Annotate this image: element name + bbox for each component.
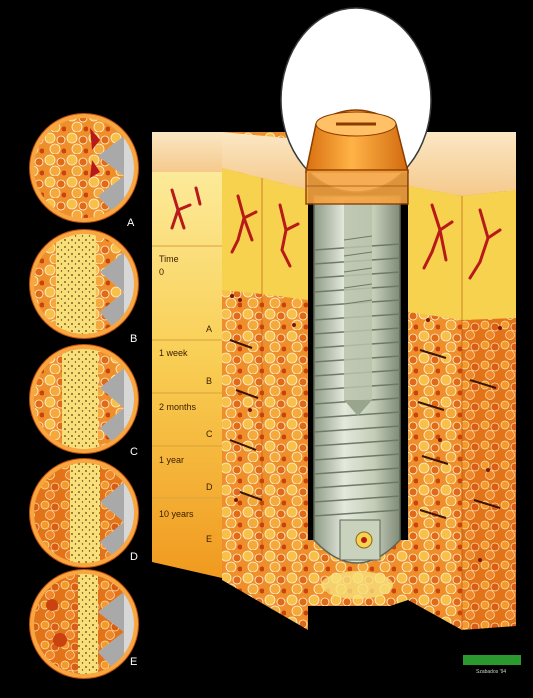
cortical-bone-left: [222, 168, 308, 300]
stage-time-0-line1: Time: [159, 254, 179, 264]
circle-label-e: E: [130, 656, 137, 668]
circle-label-c: C: [130, 446, 138, 458]
stage-time-4: 10 years: [159, 509, 194, 519]
detail-circle-e: [29, 569, 140, 680]
detail-circle-c: [29, 344, 140, 455]
stage-time-3: 1 year: [159, 455, 184, 465]
gum-tissue-right: [408, 132, 516, 196]
magnified-detail-circles: [29, 113, 140, 680]
detail-circle-a: [29, 113, 140, 224]
stage-time-2: 2 months: [159, 402, 197, 412]
detail-circle-d: [29, 458, 140, 569]
publisher-logo: Szabados '94: [463, 655, 521, 675]
stage-key-b: B: [206, 376, 212, 386]
illustrator-credit: Szabados '94: [476, 669, 506, 675]
stage-key-d: D: [206, 482, 213, 492]
abutment-screw-icon: [344, 200, 372, 416]
stage-key-c: C: [206, 429, 213, 439]
stage-key-e: E: [206, 534, 212, 544]
timeline-strip: Time 0 A 1 week B 2 months C 1 year D 10…: [152, 132, 222, 578]
stage-key-a: A: [206, 324, 212, 334]
healing-cap: [306, 110, 408, 204]
circle-label-a: A: [127, 217, 135, 229]
circle-label-b: B: [130, 333, 137, 345]
circle-label-d: D: [130, 551, 138, 563]
apex-bone-contact: [321, 571, 393, 599]
detail-circle-b: [29, 229, 140, 340]
stage-time-0-line2: 0: [159, 267, 164, 277]
stage-time-1: 1 week: [159, 348, 188, 358]
